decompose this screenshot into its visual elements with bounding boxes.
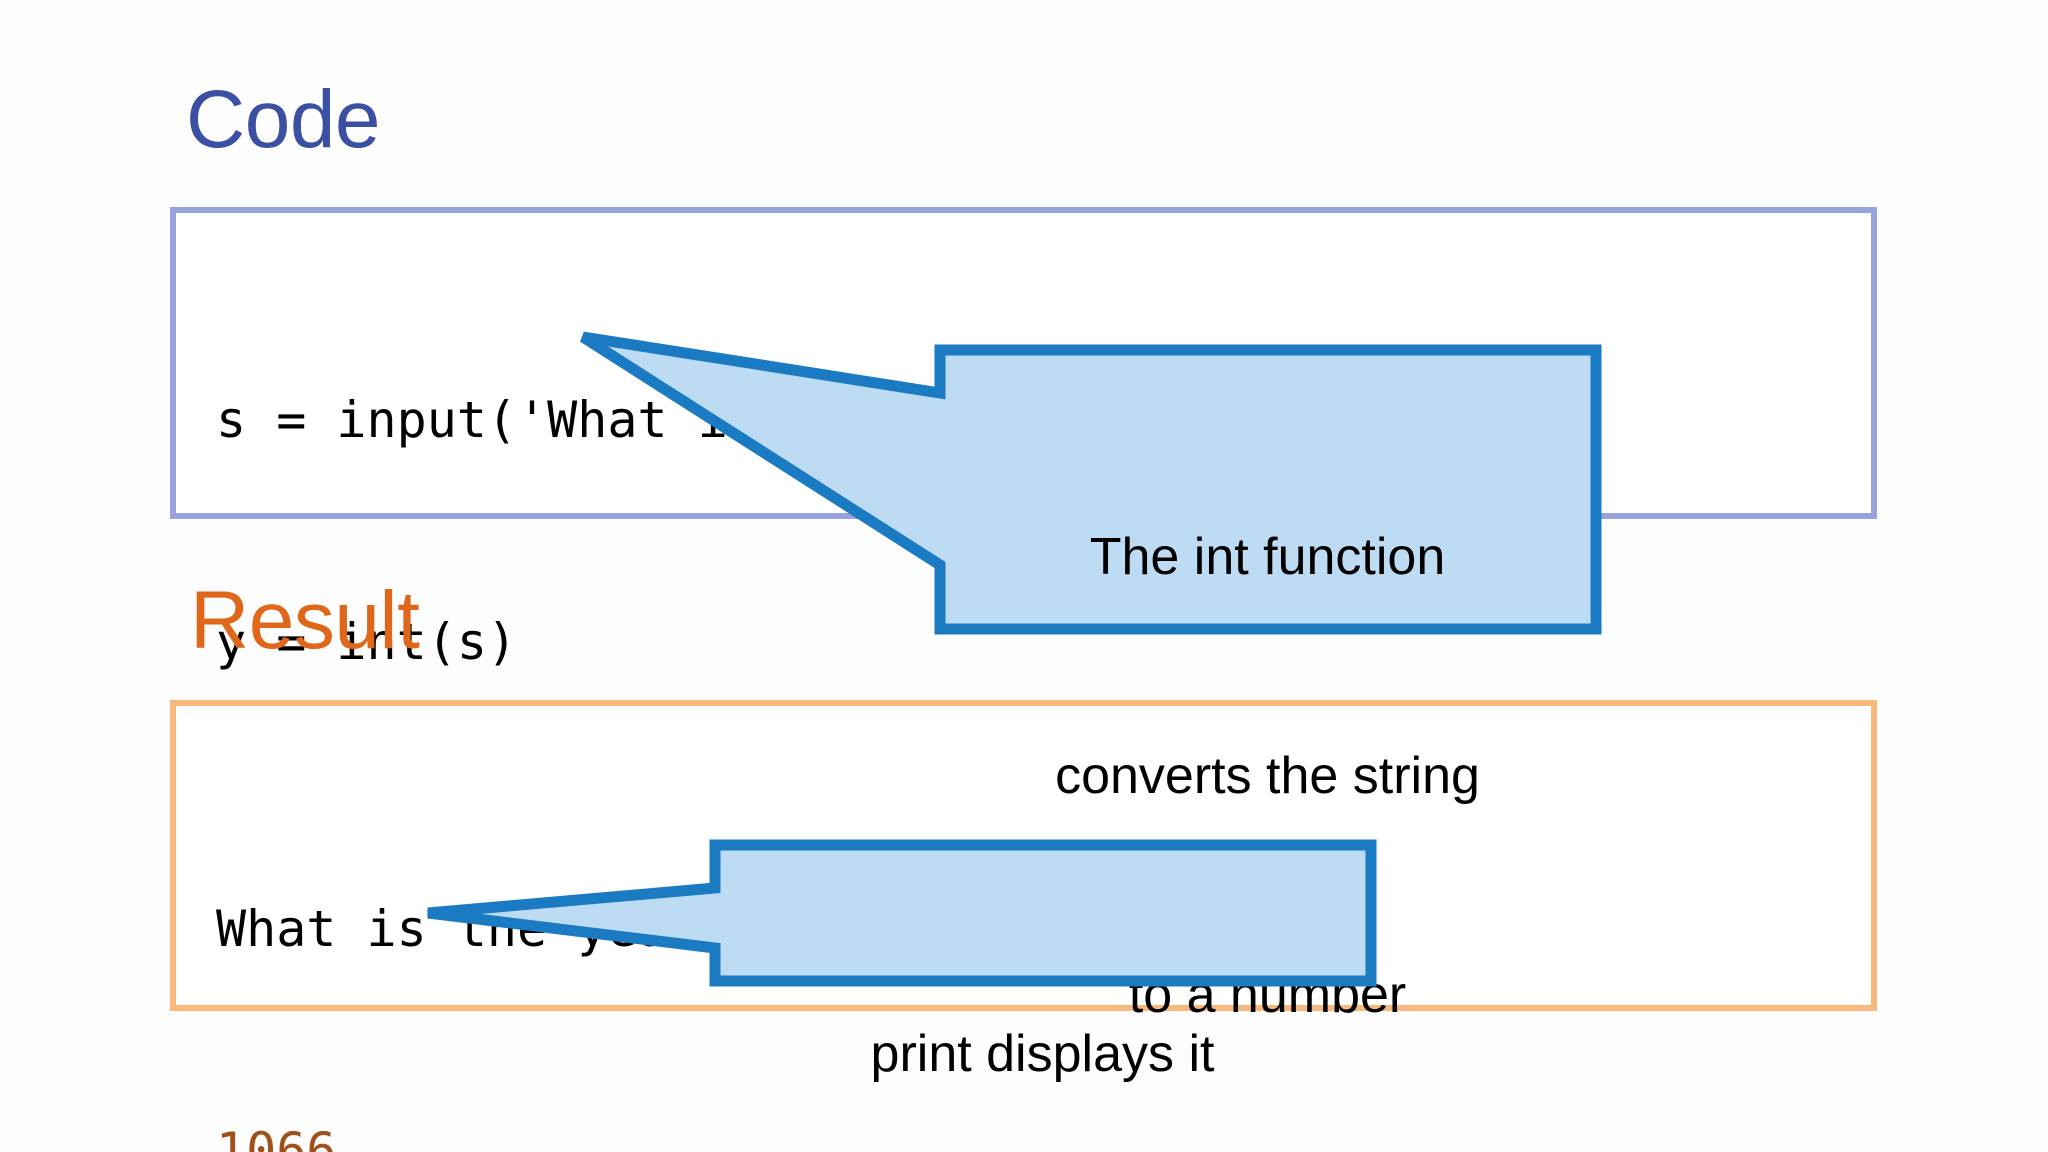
result-listing: What is the year? 1066 1066	[216, 744, 728, 1152]
int-function-callout-text: The int function converts the string to …	[940, 375, 1595, 1152]
result-section-heading: Result	[190, 575, 420, 666]
code-section-heading: Code	[186, 74, 381, 165]
callout-1-line-2: converts the string	[1055, 747, 1480, 805]
result-line-prompt: What is the year?	[216, 900, 728, 958]
callout-2-line-1: print displays it	[870, 1025, 1215, 1083]
callout-1-line-1: The int function	[1089, 528, 1446, 586]
result-line-user-input: 1066	[216, 1122, 337, 1152]
code-line-2: y = int(s)	[216, 613, 518, 671]
print-displays-callout-text: print displays it	[715, 872, 1370, 1152]
